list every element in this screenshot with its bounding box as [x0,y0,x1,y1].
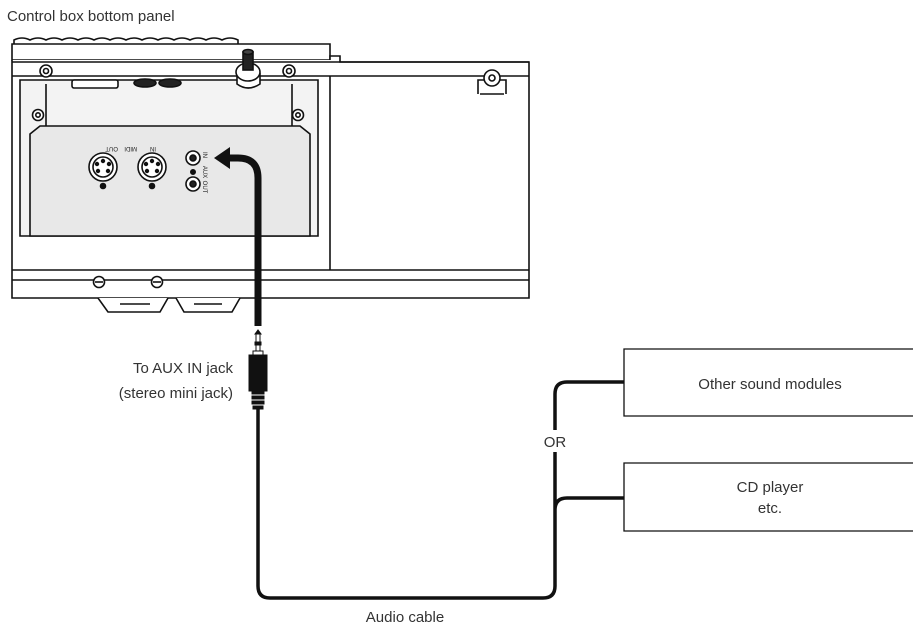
connection-arrow [214,147,262,326]
aux-in-jack [185,150,201,166]
top-strip [11,43,331,61]
screw-top-right [282,64,296,78]
cable-hook [477,69,507,95]
screw-right [291,108,305,122]
panel-title: Control box bottom panel [7,8,175,25]
device-sound-modules-label: Other sound modules [698,376,841,393]
control-box [11,37,530,313]
or-label: OR [544,434,567,451]
or-label-bg [538,430,572,452]
screw-left [31,108,45,122]
top-ridge [13,37,239,44]
aux-in-label: IN [201,152,207,158]
midi-out-label: OUT [105,145,118,151]
aux-label: AUX [201,166,207,178]
top-jack-1 [133,78,157,88]
midi-in-label: IN [150,145,156,151]
device-cd-player-label-line2: etc. [758,500,782,517]
screw-top-left [39,64,53,78]
device-box-sound-modules: Other sound modules [623,348,913,417]
midi-label: MIDI [124,145,137,151]
jack-label-line2: (stereo mini jack) [119,385,233,402]
device-box-cd-player: CD player etc. [623,462,913,532]
volume-knob [235,48,261,89]
foot-right [175,297,241,313]
stereo-mini-plug [248,329,268,410]
jack-label-line1: To AUX IN jack [133,360,234,377]
screw-bottom-right [150,275,164,289]
top-jack-2 [158,78,182,88]
foot-left [97,297,169,313]
device-cd-player-label-line1: CD player [737,479,804,496]
midi-in-port [137,152,167,190]
screw-bottom-left [92,275,106,289]
card-slot [71,79,119,89]
aux-out-jack [185,176,201,192]
cable-label: Audio cable [366,609,444,626]
audio-cable [256,380,624,600]
port-labels: OUT MIDI IN IN AUX OUT [105,145,207,194]
midi-out-port [88,152,118,190]
aux-out-label: OUT [201,181,207,194]
